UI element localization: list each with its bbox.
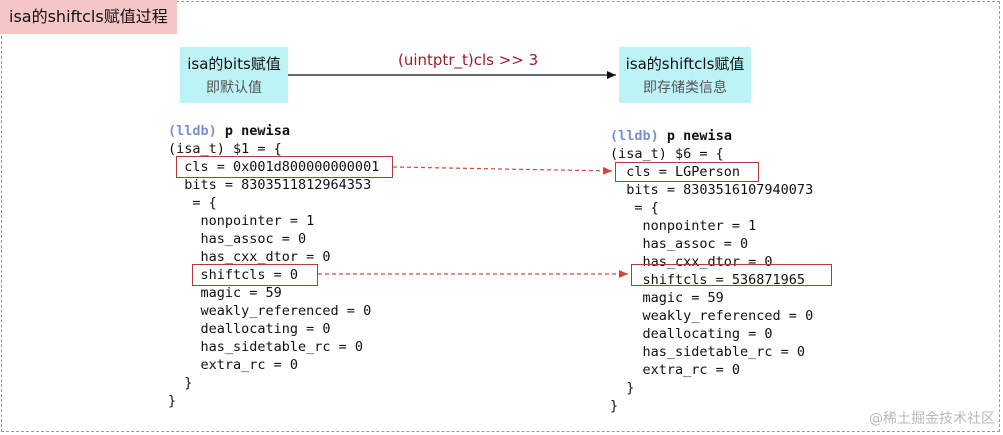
right-code-line: has_cxx_dtor = 0 [610, 254, 773, 270]
right-code-line: shiftcls = 536871965 [610, 272, 806, 288]
left-code-line: nonpointer = 1 [168, 213, 315, 229]
watermark: @稀土掘金技术社区 [869, 411, 995, 427]
right-lldb-output: (lldb) p newisa (isa_t) $6 = { cls = LGP… [610, 127, 870, 417]
left-code-line: extra_rc = 0 [168, 357, 299, 373]
arrow-label: (uintptr_t)cls >> 3 [398, 51, 539, 69]
right-code-line: magic = 59 [610, 290, 724, 306]
diagram-title: isa的shiftcls赋值过程 [0, 0, 177, 34]
left-box-subtitle: 即默认值 [206, 80, 262, 96]
left-box-title: isa的bits赋值 [187, 55, 281, 73]
left-code-line: = { [168, 195, 217, 211]
cls-connector-arrow [392, 166, 613, 175]
right-cls-highlight [615, 162, 759, 182]
left-lldb-output: (lldb) p newisa (isa_t) $1 = { cls = 0x0… [168, 122, 428, 412]
right-shiftcls-highlight [631, 264, 832, 286]
right-code-line: } [610, 380, 635, 396]
right-code-line: weakly_referenced = 0 [610, 308, 814, 324]
left-box: isa的bits赋值 即默认值 [180, 47, 288, 103]
left-command: p newisa [224, 123, 290, 139]
left-code-line: has_cxx_dtor = 0 [168, 249, 331, 265]
right-code-line: bits = 8303516107940073 [610, 182, 814, 198]
left-cls-highlight [176, 156, 393, 178]
left-code-line: cls = 0x001d800000000001 [168, 159, 380, 175]
left-code-line: magic = 59 [168, 285, 282, 301]
left-code-line: has_sidetable_rc = 0 [168, 339, 364, 355]
right-code-line: extra_rc = 0 [610, 362, 741, 378]
left-prompt: (lldb) [168, 123, 217, 139]
right-command-line: (lldb) p newisa [610, 127, 732, 145]
right-code-line: has_assoc = 0 [610, 236, 749, 252]
left-code-line: bits = 8303511812964353 [168, 177, 372, 193]
right-code-line: cls = LGPerson [610, 164, 741, 180]
left-command-line: (lldb) p newisa [168, 122, 290, 140]
left-code-line: has_assoc = 0 [168, 231, 307, 247]
left-code-line: } [168, 375, 193, 391]
right-command: p newisa [666, 128, 732, 144]
right-prompt: (lldb) [610, 128, 659, 144]
right-code-line: = { [610, 200, 659, 216]
left-code-line: (isa_t) $1 = { [168, 141, 282, 157]
right-box-subtitle: 即存储类信息 [643, 80, 727, 96]
left-code-line: } [168, 393, 177, 409]
right-code-line: (isa_t) $6 = { [610, 146, 724, 162]
right-code-line: has_sidetable_rc = 0 [610, 344, 806, 360]
right-code-line: } [610, 398, 619, 414]
left-code-line: deallocating = 0 [168, 321, 331, 337]
left-shiftcls-highlight [192, 264, 318, 286]
right-code-line: deallocating = 0 [610, 326, 773, 342]
right-box-title: isa的shiftcls赋值 [625, 55, 745, 73]
left-code-line: weakly_referenced = 0 [168, 303, 372, 319]
right-code-line: nonpointer = 1 [610, 218, 757, 234]
left-code-line: shiftcls = 0 [168, 267, 299, 283]
right-box: isa的shiftcls赋值 即存储类信息 [619, 47, 751, 103]
